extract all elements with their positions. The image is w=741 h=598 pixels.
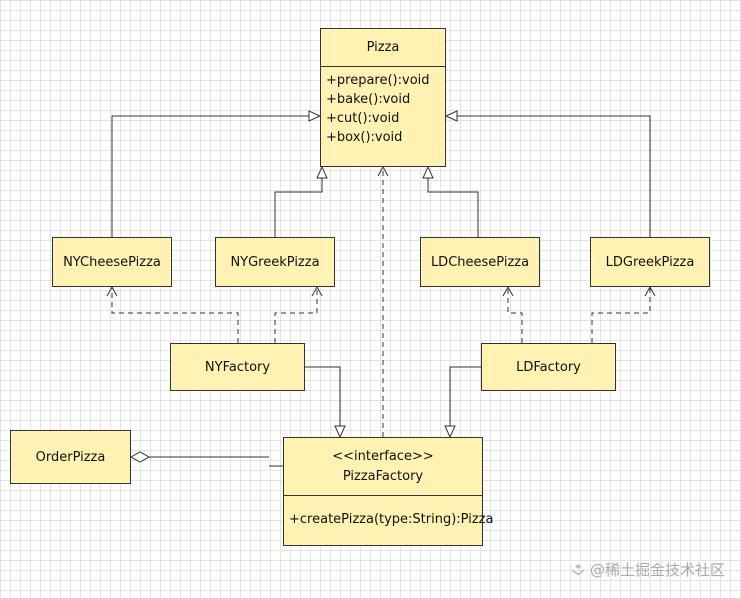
- stereotype-label: <<interface>>: [332, 448, 434, 464]
- generalization-arrowhead: [308, 110, 322, 122]
- class-orderpizza: OrderPizza: [10, 430, 131, 484]
- watermark: @稀土掘金技术社区: [570, 559, 725, 580]
- class-ldgreekpizza: LDGreekPizza: [590, 237, 710, 287]
- line-ldfactory-to-ldgreek: [591, 287, 651, 343]
- class-pizzafactory-header: <<interface>> PizzaFactory: [284, 438, 482, 496]
- realization-arrowhead: [444, 425, 456, 439]
- generalization-arrowhead: [422, 165, 434, 179]
- realization-arrowhead: [334, 425, 346, 439]
- juejin-logo-icon: [571, 563, 585, 575]
- class-pizza-methods: +prepare():void +bake():void +cut():void…: [321, 67, 445, 151]
- line-ldgreek-to-pizza: [446, 115, 651, 237]
- class-pizzafactory-methods: +createPizza(type:String):Pizza: [284, 496, 494, 533]
- dependency-arrowhead: [311, 285, 323, 297]
- class-ldcheesepizza: LDCheesePizza: [420, 237, 540, 287]
- class-pizza-name: Pizza: [321, 29, 445, 67]
- line-nyfactory-to-nycheese: [111, 287, 239, 343]
- method: +bake():void: [326, 92, 411, 107]
- method: +prepare():void: [326, 73, 430, 88]
- dependency-arrowhead: [377, 165, 389, 177]
- line-ldfactory-to-ldcheese: [507, 287, 523, 343]
- watermark-text: @稀土掘金技术社区: [589, 561, 725, 579]
- dependency-arrowhead: [502, 285, 514, 297]
- class-pizza: Pizza +prepare():void +bake():void +cut(…: [320, 28, 446, 167]
- line-ldcheese-to-pizza: [427, 167, 479, 237]
- method: +cut():void: [326, 111, 400, 126]
- line-nyfactory-to-nygreek: [274, 287, 318, 343]
- method: +box():void: [326, 130, 403, 145]
- line-nyfactory-to-pizzafactory: [305, 366, 341, 426]
- class-nyfactory: NYFactory: [170, 343, 305, 391]
- generalization-arrowhead: [444, 110, 458, 122]
- dependency-arrowhead: [106, 285, 118, 297]
- line-ldfactory-to-pizzafactory: [449, 366, 481, 426]
- generalization-arrowhead: [316, 165, 328, 179]
- class-nygreekpizza: NYGreekPizza: [215, 237, 335, 287]
- class-nycheesepizza: NYCheesePizza: [52, 237, 172, 287]
- class-pizzafactory-name: PizzaFactory: [342, 468, 424, 484]
- line-nygreek-to-pizza: [274, 167, 323, 237]
- line-nycheese-to-pizza: [111, 115, 320, 237]
- class-ldfactory: LDFactory: [481, 343, 616, 391]
- aggregation-diamond: [129, 451, 151, 463]
- class-pizzafactory: <<interface>> PizzaFactory +createPizza(…: [283, 437, 494, 546]
- method: +createPizza(type:String):Pizza: [289, 512, 494, 527]
- dependency-arrowhead: [644, 285, 656, 297]
